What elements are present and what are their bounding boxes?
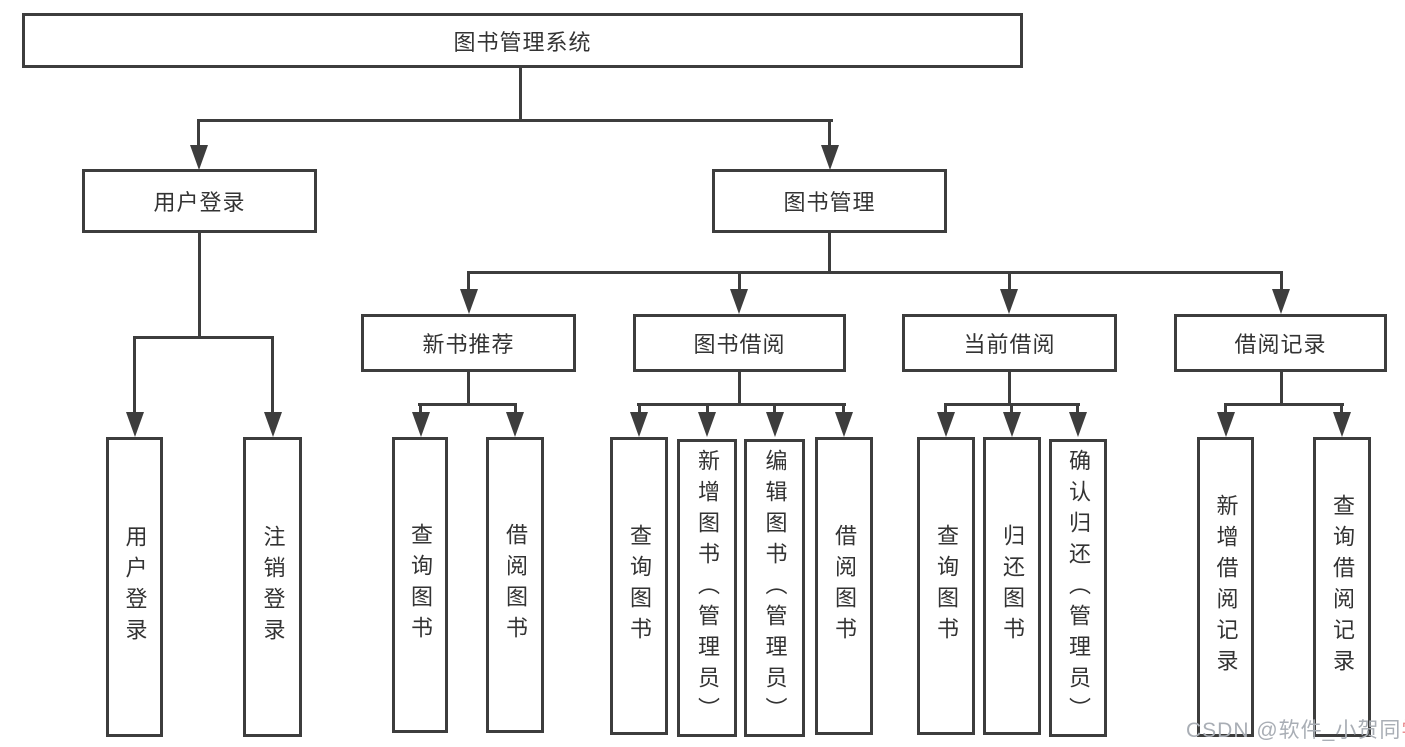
connector-line	[1224, 403, 1344, 406]
connector-line	[197, 119, 833, 122]
connector-line	[133, 336, 136, 414]
watermark-accent-char: 学	[1401, 719, 1405, 742]
connector-line	[467, 271, 470, 289]
connector-line	[519, 66, 522, 122]
node-label: 新增借阅记录	[1213, 494, 1239, 680]
node-new-book-recommend: 新书推荐	[361, 314, 576, 372]
connector-line	[1010, 403, 1013, 414]
node-label: 借阅图书	[503, 523, 528, 647]
connector-line	[418, 403, 517, 406]
connector-line	[1340, 403, 1343, 414]
arrow-down-icon	[1000, 289, 1018, 314]
node-query-borrow-record: 查询借阅记录	[1313, 437, 1371, 737]
connector-line	[738, 370, 741, 406]
arrow-down-icon	[1333, 412, 1351, 437]
node-book-borrow: 图书借阅	[633, 314, 846, 372]
connector-line	[197, 119, 200, 147]
node-query-book: 查询图书	[392, 437, 448, 733]
node-add-book-admin: 新增图书（管理员）	[677, 439, 737, 737]
node-borrow-book: 借阅图书	[486, 437, 544, 733]
arrow-down-icon	[937, 412, 955, 437]
node-return-book: 归还图书	[983, 437, 1041, 735]
connector-line	[1224, 403, 1227, 414]
node-user-login-leaf: 用户登录	[106, 437, 163, 737]
arrow-down-icon	[766, 412, 784, 437]
connector-line	[514, 403, 517, 414]
node-label: 查询图书	[934, 524, 959, 648]
node-label: 查询图书	[627, 524, 652, 648]
arrow-down-icon	[1217, 412, 1235, 437]
node-label: 确认归还（管理员）	[1066, 448, 1091, 728]
connector-line	[828, 231, 831, 274]
connector-line	[467, 370, 470, 406]
node-edit-book-admin: 编辑图书（管理员）	[744, 439, 805, 737]
arrow-down-icon	[190, 145, 208, 170]
arrow-down-icon	[630, 412, 648, 437]
node-label: 图书管理	[783, 190, 876, 215]
connector-line	[638, 403, 641, 414]
csdn-watermark: CSDN @软件_小贺同学	[1186, 714, 1405, 744]
connector-line	[637, 403, 846, 406]
connector-line	[828, 119, 831, 147]
arrow-down-icon	[1069, 412, 1087, 437]
arrow-down-icon	[1272, 289, 1290, 314]
connector-line	[706, 403, 709, 414]
connector-line	[738, 271, 741, 289]
arrow-down-icon	[264, 412, 282, 437]
node-label: 归还图书	[1000, 524, 1025, 648]
node-label: 新书推荐	[422, 332, 515, 357]
node-label: 查询借阅记录	[1330, 494, 1355, 680]
connector-line	[419, 403, 422, 414]
connector-line	[1280, 271, 1283, 289]
node-borrow-records: 借阅记录	[1174, 314, 1387, 372]
node-label: 借阅记录	[1234, 332, 1327, 357]
connector-line	[1280, 370, 1283, 406]
connector-line	[271, 336, 274, 414]
arrow-down-icon	[412, 412, 430, 437]
connector-line	[944, 403, 947, 414]
arrow-down-icon	[698, 412, 716, 437]
connector-line	[467, 271, 1283, 274]
node-confirm-return-admin: 确认归还（管理员）	[1049, 439, 1107, 737]
node-current-borrow: 当前借阅	[902, 314, 1117, 372]
arrow-down-icon	[730, 289, 748, 314]
node-add-borrow-record: 新增借阅记录	[1197, 437, 1254, 737]
node-label: 新增图书（管理员）	[695, 448, 720, 728]
node-borrow-book: 借阅图书	[815, 437, 873, 735]
watermark-text: CSDN @软件_小贺同	[1186, 719, 1402, 742]
connector-line	[1076, 403, 1079, 414]
arrow-down-icon	[835, 412, 853, 437]
node-logout: 注销登录	[243, 437, 302, 737]
node-label: 用户登录	[153, 190, 246, 215]
node-book-management: 图书管理	[712, 169, 947, 233]
node-query-book: 查询图书	[610, 437, 668, 735]
arrow-down-icon	[821, 145, 839, 170]
arrow-down-icon	[460, 289, 478, 314]
node-label: 图书借阅	[693, 332, 786, 357]
node-query-book: 查询图书	[917, 437, 975, 735]
connector-line	[1008, 271, 1011, 289]
node-label: 借阅图书	[832, 524, 857, 648]
node-label: 图书管理系统	[453, 29, 592, 55]
node-label: 注销登录	[260, 525, 286, 649]
connector-line	[198, 231, 201, 339]
node-label: 查询图书	[408, 523, 433, 647]
connector-line	[1008, 370, 1011, 406]
arrow-down-icon	[1003, 412, 1021, 437]
node-user-login: 用户登录	[82, 169, 317, 233]
connector-line	[133, 336, 274, 339]
node-library-management-system: 图书管理系统	[22, 13, 1023, 68]
node-label: 编辑图书（管理员）	[762, 448, 788, 728]
arrow-down-icon	[126, 412, 144, 437]
connector-line	[842, 403, 845, 414]
node-label: 用户登录	[122, 525, 148, 649]
arrow-down-icon	[506, 412, 524, 437]
connector-line	[773, 403, 776, 414]
node-label: 当前借阅	[963, 332, 1056, 357]
